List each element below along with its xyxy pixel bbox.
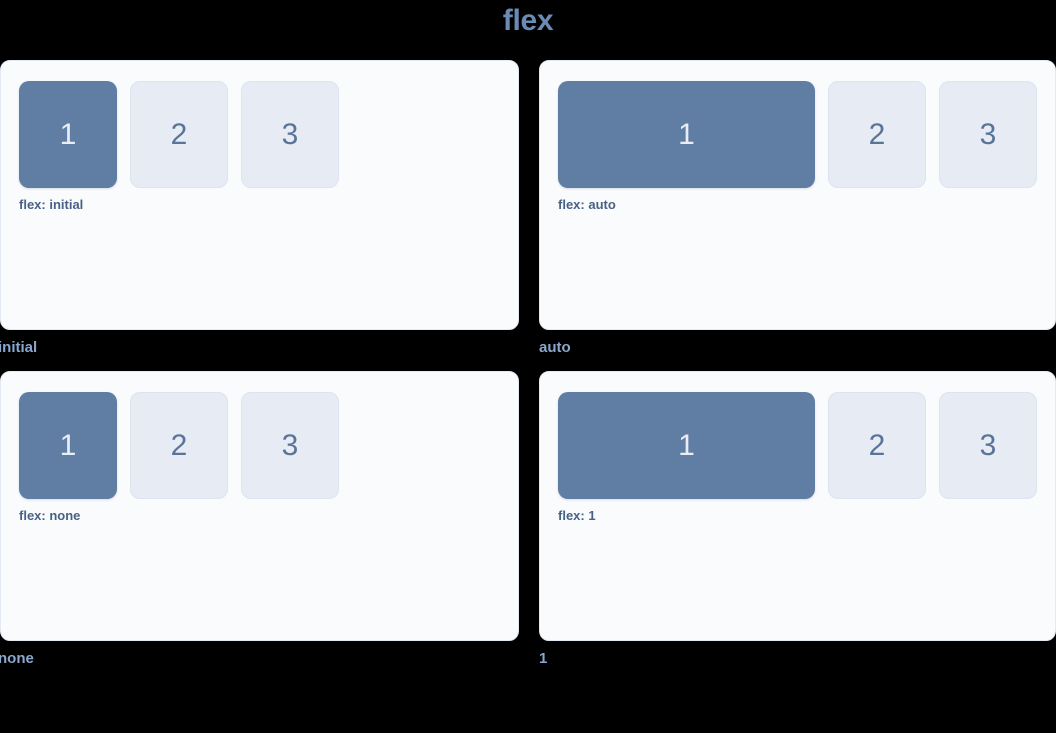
flex-item-2[interactable]: 2 [130, 392, 228, 499]
flex-container-initial: 1 2 3 flex: initial [0, 60, 519, 330]
flex-item-2[interactable]: 2 [828, 392, 926, 499]
flex-item-1[interactable]: 1 [558, 81, 815, 188]
flex-item-3[interactable]: 3 [939, 81, 1037, 188]
flex-item-1[interactable]: 1 [558, 392, 815, 499]
flex-item-3[interactable]: 3 [241, 81, 339, 188]
demo-cell-one: 1 2 3 flex: 1 1 [539, 371, 1056, 682]
demo-cell-initial: 1 2 3 flex: initial initial [0, 60, 519, 371]
panel-caption: flex: none [19, 508, 81, 523]
demo-label-none: none [0, 650, 34, 667]
flex-item-3[interactable]: 3 [939, 392, 1037, 499]
panel-caption: flex: 1 [558, 508, 596, 523]
flex-row-none: 1 2 3 [19, 392, 500, 499]
flex-container-one: 1 2 3 flex: 1 [539, 371, 1056, 641]
flex-item-1[interactable]: 1 [19, 392, 117, 499]
flex-container-auto: 1 2 3 flex: auto [539, 60, 1056, 330]
demo-label-auto: auto [539, 339, 571, 356]
flex-item-2[interactable]: 2 [130, 81, 228, 188]
flex-item-3[interactable]: 3 [241, 392, 339, 499]
flex-item-2[interactable]: 2 [828, 81, 926, 188]
demo-cell-auto: 1 2 3 flex: auto auto [539, 60, 1056, 371]
flex-item-1[interactable]: 1 [19, 81, 117, 188]
page-title: flex [502, 4, 554, 37]
flex-container-none: 1 2 3 flex: none [0, 371, 519, 641]
demo-label-one: 1 [539, 650, 548, 667]
demo-grid: 1 2 3 flex: initial initial 1 2 3 flex: … [0, 60, 1056, 682]
demo-label-initial: initial [0, 339, 38, 356]
flex-row-initial: 1 2 3 [19, 81, 500, 188]
panel-caption: flex: initial [19, 197, 84, 212]
demo-cell-none: 1 2 3 flex: none none [0, 371, 519, 682]
flex-row-one: 1 2 3 [558, 392, 1037, 499]
flex-row-auto: 1 2 3 [558, 81, 1037, 188]
panel-caption: flex: auto [558, 197, 616, 212]
